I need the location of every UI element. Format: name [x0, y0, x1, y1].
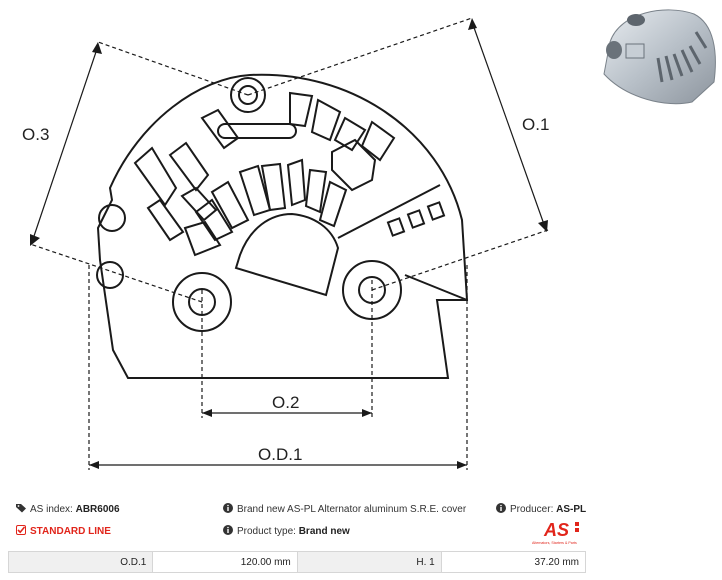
- producer-label: Producer:: [510, 504, 554, 515]
- technical-drawing: O.3 O.1 O.2 O.D.1: [22, 17, 549, 470]
- small-square-1: [386, 217, 406, 237]
- info-icon: [223, 503, 233, 513]
- checkbox-icon: [16, 525, 26, 535]
- info-icon: [496, 503, 506, 513]
- dim-label-od1: O.D.1: [258, 445, 302, 464]
- spec-label-h1: H. 1: [296, 551, 442, 573]
- brand-logo: AS Alternators, Starters & Parts: [532, 520, 579, 545]
- small-hole-left-2: [96, 261, 124, 289]
- small-square-2: [406, 209, 426, 229]
- spec-table: O.D.1 120.00 mm H. 1 37.20 mm: [7, 551, 587, 573]
- spec-label-od1: O.D.1: [7, 551, 154, 573]
- top-slot: [217, 123, 297, 139]
- dim-label-o3: O.3: [22, 125, 49, 144]
- central-window: [234, 212, 340, 297]
- product-type-label: Product type:: [237, 526, 296, 537]
- connector-block: [331, 138, 377, 192]
- as-index-value: ABR6006: [75, 504, 120, 515]
- spec-value-od1: 120.00 mm: [152, 551, 298, 573]
- mount-hole-left: [172, 272, 232, 332]
- product-type-row: Product type: Brand new: [223, 525, 350, 539]
- dim-label-o1: O.1: [522, 115, 549, 134]
- standard-line-label: STANDARD LINE: [30, 526, 111, 537]
- mount-hole-top: [230, 77, 266, 113]
- brand-logo-text: AS: [543, 520, 569, 540]
- small-square-3: [426, 201, 446, 221]
- dim-label-o2: O.2: [272, 393, 299, 412]
- spec-value-h1: 37.20 mm: [440, 551, 587, 573]
- description-row: Brand new AS-PL Alternator aluminum S.R.…: [223, 503, 466, 517]
- info-icon: [223, 525, 233, 535]
- product-description: Brand new AS-PL Alternator aluminum S.R.…: [237, 504, 467, 515]
- as-index-label: AS index:: [30, 504, 73, 515]
- as-index-row: AS index: ABR6006: [16, 503, 120, 517]
- producer-row: Producer: AS-PL: [496, 503, 586, 517]
- product-thumbnail: [603, 9, 716, 105]
- product-type-value: Brand new: [298, 526, 350, 537]
- tag-icon: [16, 504, 26, 513]
- producer-value: AS-PL: [556, 504, 587, 515]
- standard-line-row: STANDARD LINE: [16, 525, 111, 539]
- table-row: O.D.1 120.00 mm H. 1 37.20 mm: [7, 551, 587, 573]
- brand-logo-tagline: Alternators, Starters & Parts: [532, 541, 577, 545]
- small-hole-left: [98, 204, 126, 232]
- cover-outline: [96, 73, 469, 379]
